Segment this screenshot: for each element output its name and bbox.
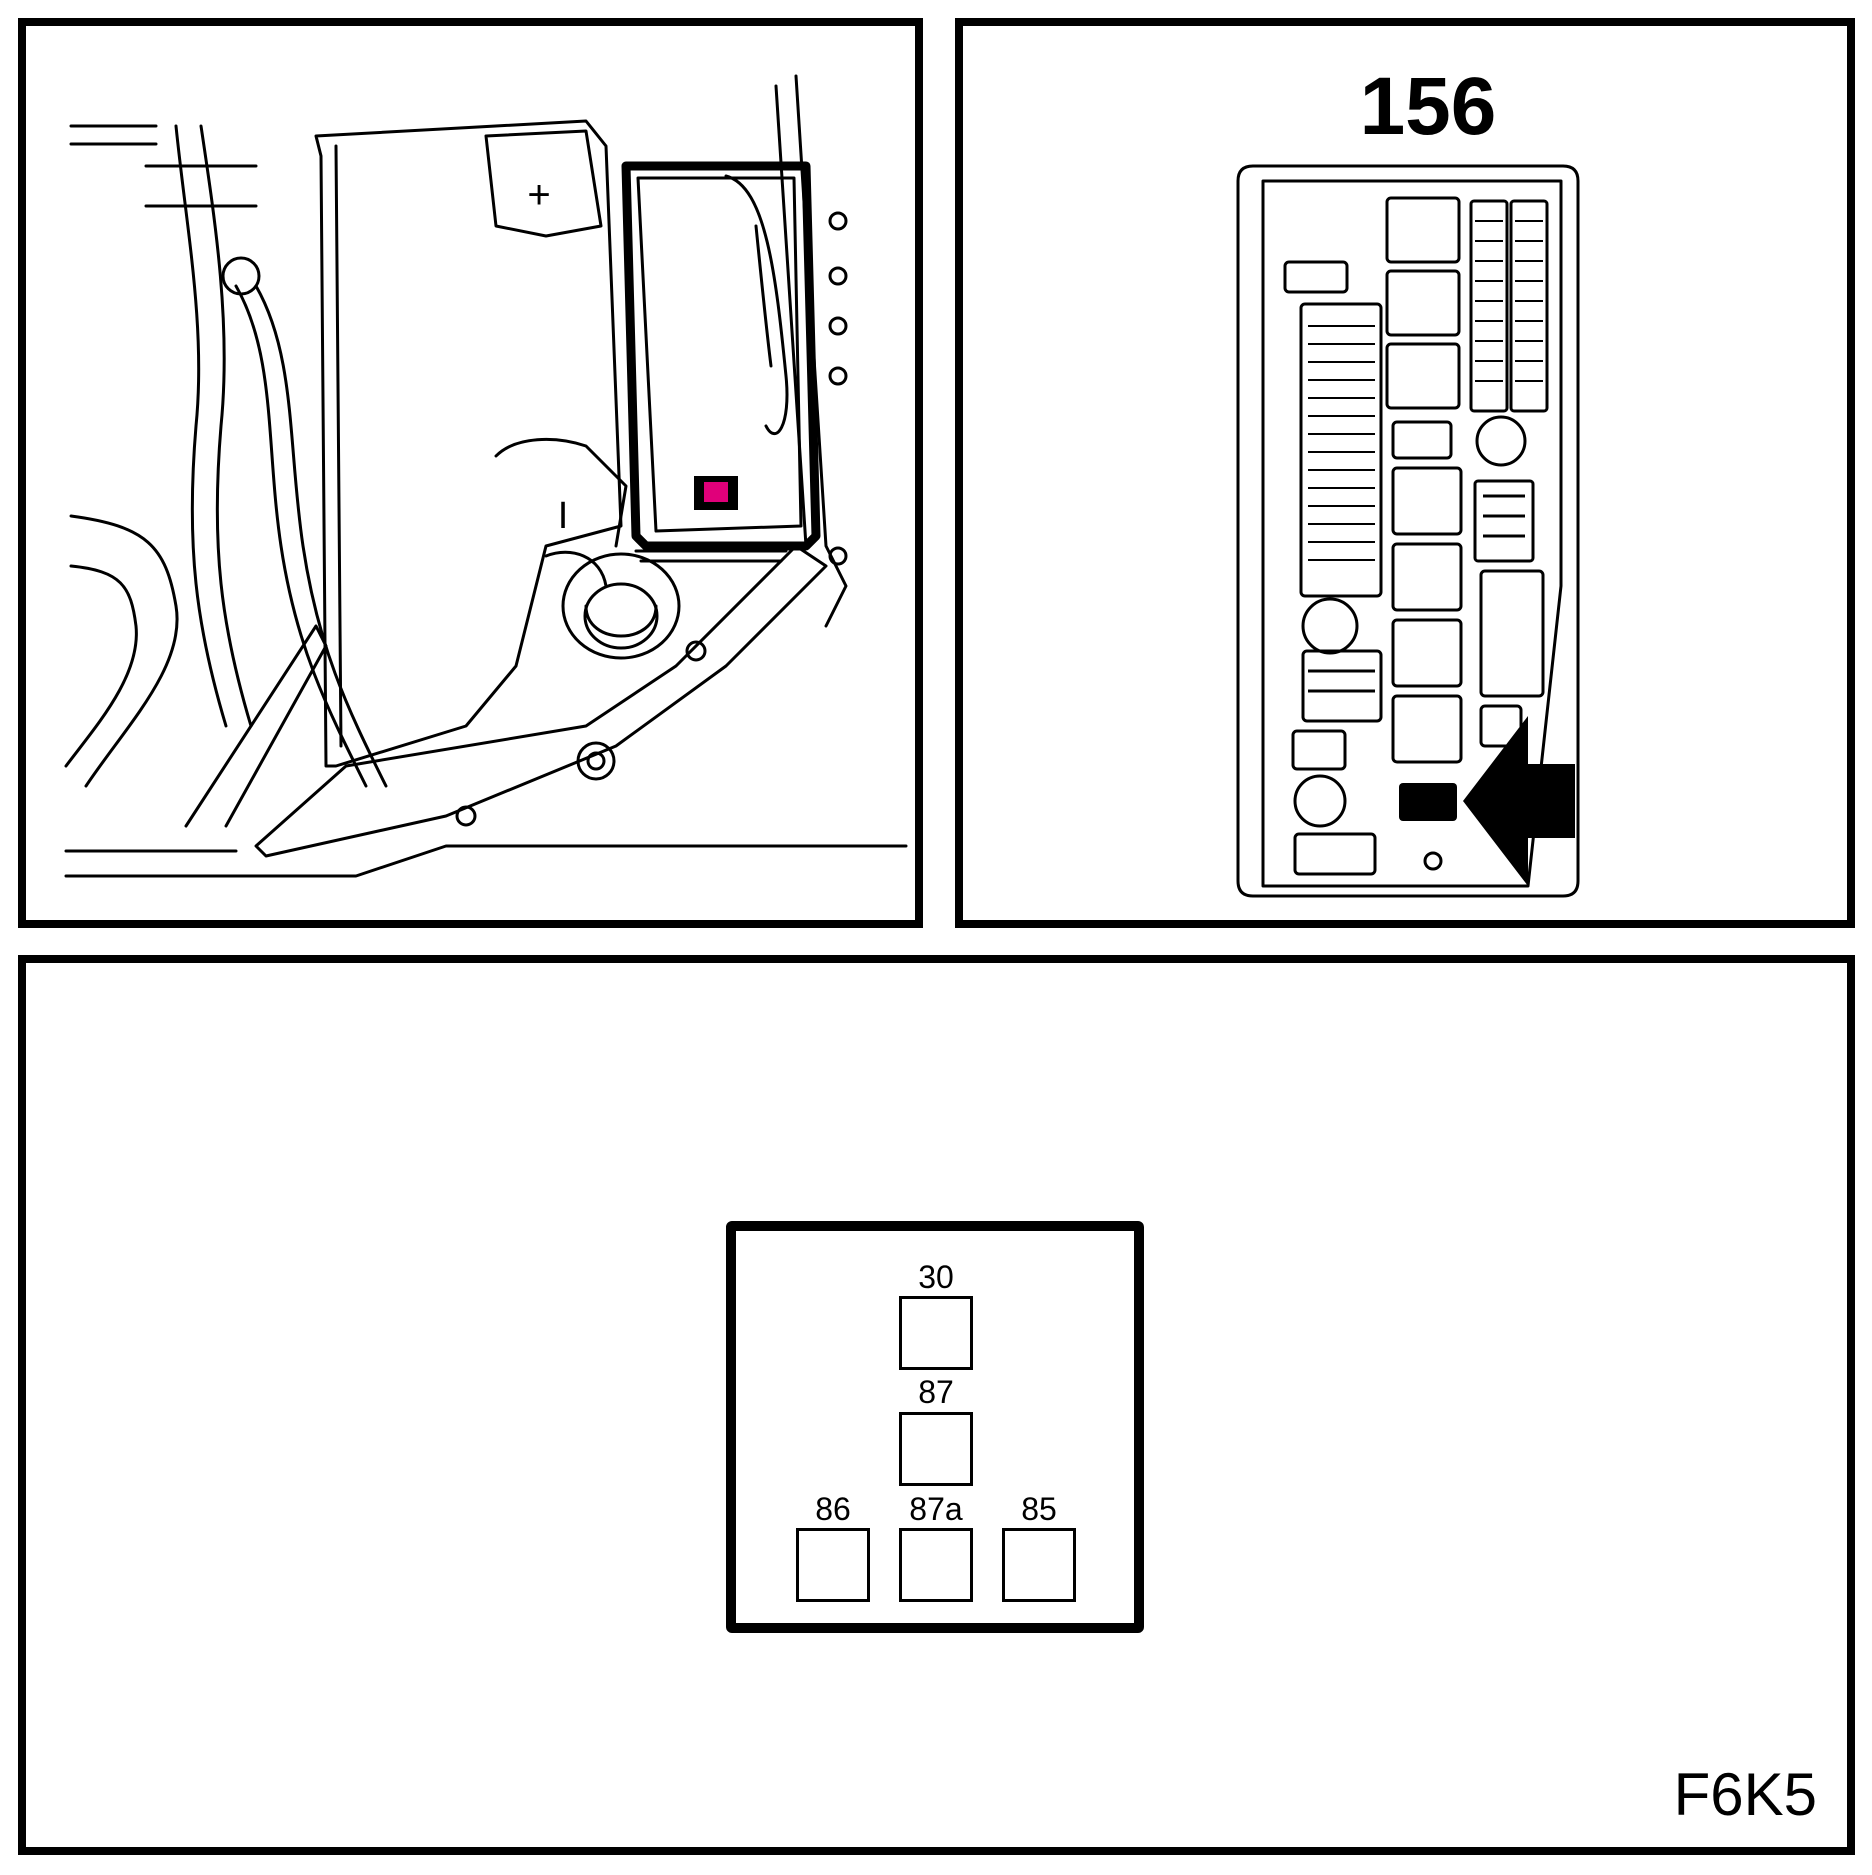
diagram-code: F6K5 (1673, 1761, 1817, 1828)
battery-negative-label: I (558, 495, 569, 537)
relay-pin-87a (899, 1528, 973, 1602)
relay-pin-85 (1002, 1528, 1076, 1602)
relay-outline: 30 87 86 87a 85 (726, 1221, 1144, 1633)
relay-pin-30 (899, 1296, 973, 1370)
pin-label-85: 85 (1021, 1491, 1057, 1527)
fuse-box-number: 156 (1359, 61, 1497, 152)
relay-location-marker (704, 482, 728, 502)
engine-compartment-drawing: + I (64, 74, 908, 878)
relay-pin-87 (899, 1412, 973, 1486)
relay-pinout-panel: 30 87 86 87a 85 F6K5 (18, 955, 1855, 1855)
relay-pin-86 (796, 1528, 870, 1602)
fuse-box-layout-drawing (1236, 164, 1580, 898)
engine-compartment-panel: + I (18, 18, 923, 928)
fuse-box-panel: 156 (955, 18, 1855, 928)
pin-label-30: 30 (918, 1259, 954, 1295)
location-arrow-icon (1463, 716, 1575, 886)
battery-positive-label: + (527, 173, 550, 217)
pin-label-87: 87 (918, 1374, 954, 1410)
pin-label-87a: 87a (909, 1491, 963, 1527)
target-relay-position (1399, 783, 1457, 821)
pin-label-86: 86 (815, 1491, 851, 1527)
